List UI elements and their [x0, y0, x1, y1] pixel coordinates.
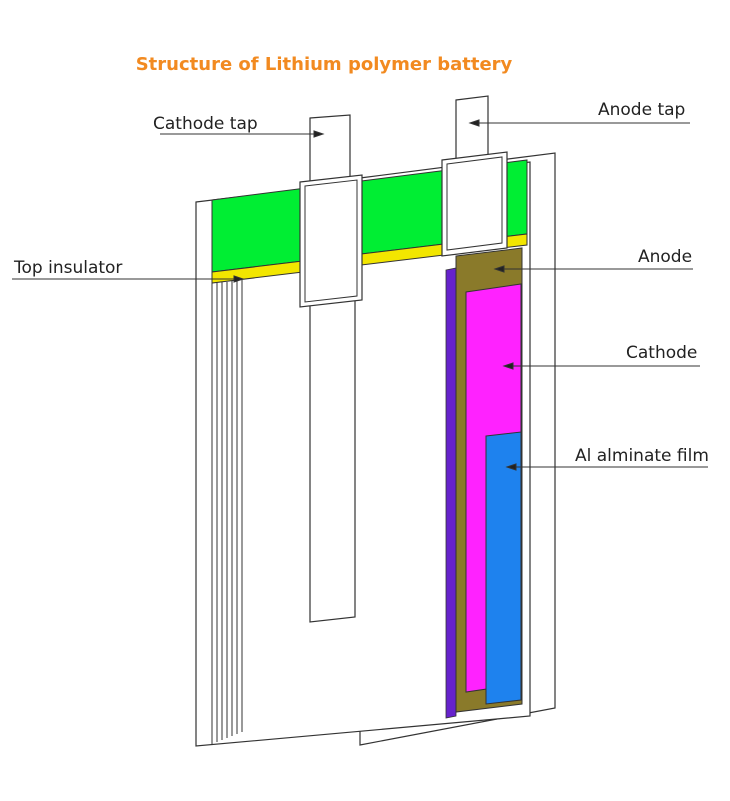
label-film: Al alminate film — [575, 446, 709, 466]
label-cathode: Cathode — [626, 343, 698, 363]
cathode-tab-seal — [299, 174, 363, 308]
cathode-tab-seal-inner — [304, 179, 358, 303]
diagram-title: Structure of Lithium polymer battery — [135, 54, 513, 75]
aluminate-film-layer — [485, 431, 522, 705]
label-anode-tap: Anode tap — [598, 100, 686, 120]
separator-layer — [445, 267, 457, 719]
anode-tab-seal-inner — [446, 156, 503, 251]
leader-lines — [12, 119, 708, 471]
label-cathode-tap: Cathode tap — [153, 114, 258, 134]
label-anode: Anode — [638, 247, 693, 267]
anode-tab-seal — [441, 151, 508, 257]
anode-tab-top — [455, 95, 489, 165]
layer-stack-lines — [211, 200, 243, 744]
label-top-insulator: Top insulator — [14, 258, 123, 278]
